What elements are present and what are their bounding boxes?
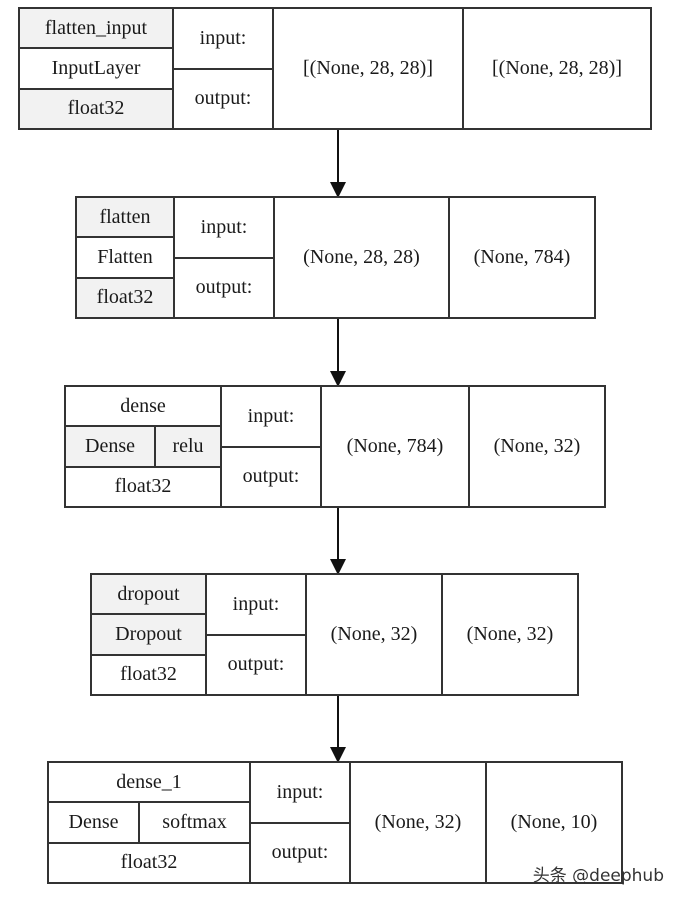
layer-type: Dense: [66, 427, 156, 466]
layer-type: Dense: [49, 803, 140, 842]
output-shape: [(None, 28, 28)]: [492, 57, 622, 79]
layer-node-flatten-input: flatten_input InputLayer float32 input: …: [18, 7, 652, 130]
input-shape: (None, 32): [307, 575, 443, 694]
input-label: input:: [175, 198, 273, 259]
io-label-block: input: output:: [175, 198, 275, 317]
input-label: input:: [251, 763, 349, 824]
layer-type-row: Dense relu: [66, 427, 220, 468]
flow-arrow: [330, 508, 346, 575]
layer-name: dropout: [92, 575, 205, 616]
output-label: output:: [242, 465, 300, 488]
layer-dtype: float32: [20, 89, 172, 128]
layer-node-dropout: dropout Dropout float32 input: output: (…: [90, 573, 579, 696]
layer-dtype: float32: [77, 278, 173, 317]
io-label-block: input: output:: [222, 387, 322, 506]
layer-activation: softmax: [162, 810, 227, 833]
layer-dtype: float32: [120, 851, 178, 874]
layer-name: dense_1: [49, 763, 249, 804]
layer-info-block: flatten Flatten float32: [77, 198, 175, 317]
io-label-block: input: output:: [174, 9, 274, 128]
output-label: output:: [227, 653, 285, 676]
layer-name: flatten_input: [20, 9, 172, 50]
layer-activation: relu: [156, 427, 220, 466]
input-label: input:: [174, 9, 272, 70]
layer-name: flatten: [77, 198, 173, 239]
flow-arrow: [330, 319, 346, 387]
output-label: output:: [271, 841, 329, 864]
output-label: output:: [195, 276, 253, 299]
layer-type: Flatten: [77, 238, 173, 279]
input-label: input:: [207, 575, 305, 636]
input-shape: (None, 784): [322, 387, 470, 506]
output-shape: (None, 32): [466, 623, 554, 645]
layer-info-block: dense_1 Dense softmax float32: [49, 763, 251, 882]
io-label-block: input: output:: [251, 763, 351, 882]
layer-dtype: float32: [114, 475, 172, 498]
input-label: input:: [222, 387, 320, 448]
layer-name: dense: [66, 387, 220, 428]
input-shape: [(None, 28, 28)]: [274, 9, 464, 128]
flow-arrow: [330, 130, 346, 198]
output-label: output:: [194, 87, 252, 110]
input-shape: (None, 32): [351, 763, 487, 882]
layer-info-block: flatten_input InputLayer float32: [20, 9, 174, 128]
layer-dtype: float32: [120, 663, 177, 686]
input-shape: (None, 28, 28): [275, 198, 450, 317]
layer-node-dense: dense Dense relu float32 input: output: …: [64, 385, 606, 508]
watermark-text: 头条 @deephub: [532, 866, 664, 886]
io-label-block: input: output:: [207, 575, 307, 694]
output-shape: (None, 32): [493, 435, 581, 457]
layer-type: Dropout: [92, 615, 205, 656]
layer-info-block: dense Dense relu float32: [66, 387, 222, 506]
flow-arrow: [330, 696, 346, 763]
layer-type: InputLayer: [20, 49, 172, 90]
layer-info-block: dropout Dropout float32: [92, 575, 207, 694]
layer-node-flatten: flatten Flatten float32 input: output: (…: [75, 196, 596, 319]
output-shape: (None, 784): [473, 246, 571, 268]
output-shape: (None, 10): [510, 811, 598, 833]
layer-type-row: Dense softmax: [49, 803, 249, 844]
layer-node-dense-1: dense_1 Dense softmax float32 input: out…: [47, 761, 623, 884]
